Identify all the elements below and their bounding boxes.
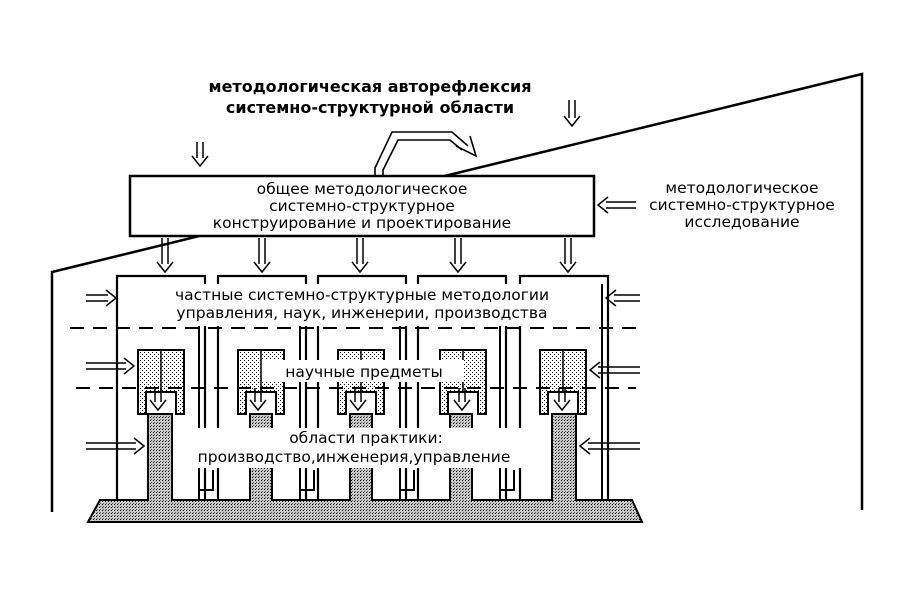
right-arrow xyxy=(86,289,118,307)
practice-line-2: производство,инженерия,управление xyxy=(198,448,511,466)
scientific-label-bg xyxy=(262,360,464,382)
particular-line-1: частные системно-структурные методологии xyxy=(175,286,549,304)
enclosure-frame xyxy=(50,72,864,512)
down-arrow xyxy=(249,388,267,412)
practice-cup xyxy=(399,470,415,491)
down-arrow xyxy=(563,100,581,128)
practice-line-1: области практики: xyxy=(289,429,443,447)
practice-cup xyxy=(198,470,214,491)
down-arrow xyxy=(559,238,577,274)
particular-label-bg xyxy=(150,284,578,326)
down-arrow xyxy=(149,388,167,412)
title-line-1: методологическая авторефлексия xyxy=(209,77,532,96)
right-arrow xyxy=(86,437,146,455)
reflexion-hook-arrow xyxy=(374,131,469,176)
general-box-line-2: системно-структурное xyxy=(269,197,455,215)
title-line-2: системно-структурной области xyxy=(226,98,514,117)
scientific-subjects-label: научные предметы xyxy=(285,363,443,381)
reflexion-hook-arrowhead xyxy=(455,135,478,158)
down-arrow xyxy=(156,238,174,274)
down-arrow xyxy=(449,238,467,274)
left-arrow xyxy=(596,196,636,214)
down-arrow xyxy=(351,238,369,274)
down-arrow xyxy=(253,238,271,274)
down-arrow xyxy=(453,388,471,412)
general-design-box xyxy=(128,174,596,238)
arrows-layer xyxy=(86,100,640,455)
methodology-comb xyxy=(416,274,508,500)
down-arrow xyxy=(191,142,209,168)
down-arrow xyxy=(349,388,367,412)
practice-cup xyxy=(299,470,315,491)
left-arrow xyxy=(578,437,640,455)
practice-label-bg xyxy=(180,428,530,468)
research-line-1: методологическое xyxy=(665,179,818,197)
layer-boundaries xyxy=(70,327,636,389)
general-box-line-3: конструирование и проектирование xyxy=(213,214,511,232)
research-line-2: системно-структурное xyxy=(649,196,835,214)
right-arrow xyxy=(86,357,136,375)
research-line-3: исследование xyxy=(684,213,799,231)
particular-line-2: управления, наук, инженерии, производств… xyxy=(176,304,547,322)
practice-cup xyxy=(499,470,515,491)
left-arrow xyxy=(604,289,640,307)
general-box-line-1: общее методологическое xyxy=(257,180,468,198)
down-arrow xyxy=(553,388,571,412)
left-arrow xyxy=(588,361,640,379)
